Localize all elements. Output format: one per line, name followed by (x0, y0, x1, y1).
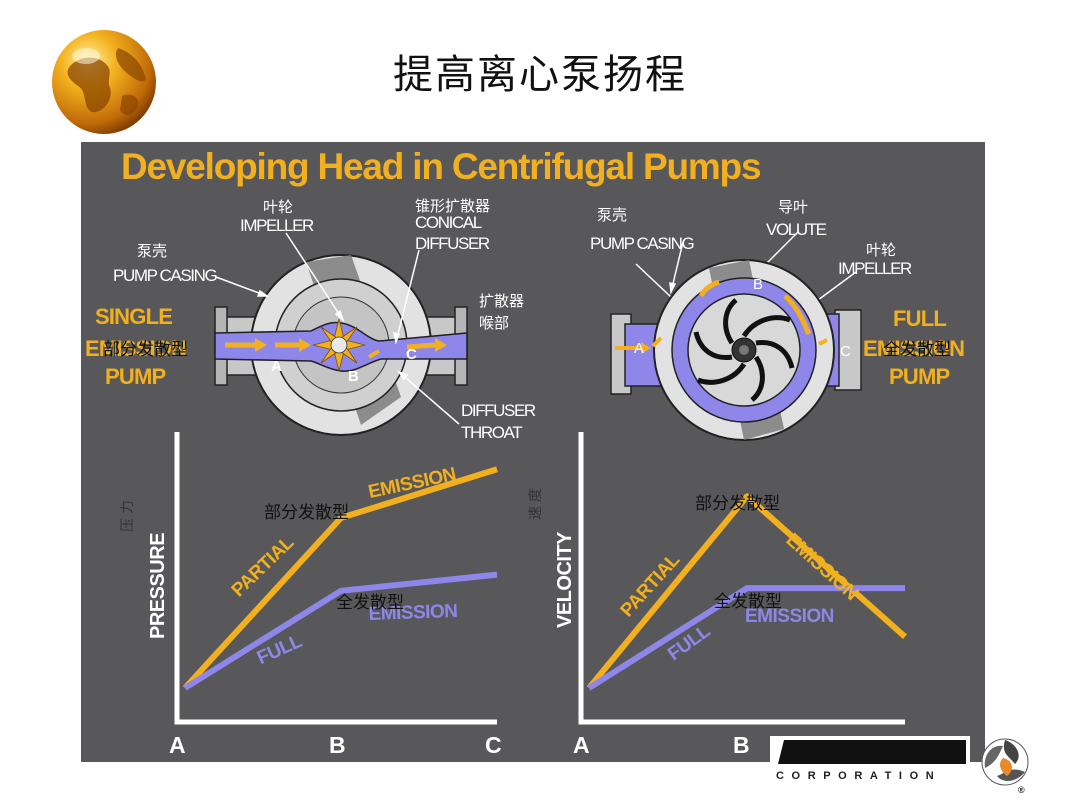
velocity-axis-label-zh: 速度 (528, 484, 544, 520)
pressure-partial-zh: 部分发散型 (264, 503, 349, 523)
volute-label: VOLUTE (766, 220, 827, 239)
full-emission-type-3: PUMP (889, 364, 950, 389)
volute-zh: 导叶 (778, 198, 809, 216)
pressure-series-partial (182, 466, 498, 691)
right-casing-label: PUMP CASING (590, 234, 695, 253)
pressure-axis-label: PRESSURE (147, 532, 169, 639)
full-emission-pump-drawing (610, 259, 862, 441)
pressure-x-tick-a: A (169, 732, 186, 758)
single-emission-type-2: EMISSION (85, 336, 187, 361)
velocity-partial-zh: 部分发散型 (695, 494, 780, 514)
velocity-emission-label-2: EMISSION (745, 606, 834, 627)
single-emission-type-1: SINGLE (95, 304, 173, 329)
left-casing-zh: 泵壳 (137, 242, 168, 260)
single-emission-pump-drawing (214, 254, 468, 436)
pressure-chart (174, 432, 907, 725)
left-impeller-label: IMPELLER (240, 216, 314, 235)
left-casing-label: PUMP CASING (113, 266, 218, 285)
company-logo: ® (770, 736, 1029, 795)
right-point-a: A (634, 340, 645, 357)
pressure-series-full (183, 571, 498, 691)
slide-title: 提高离心泵扬程 (393, 52, 687, 98)
diagram-panel: Developing Head in Centrifugal Pumps (81, 142, 985, 762)
conical-diffuser-label-1: CONICAL (415, 213, 482, 232)
pressure-axes (174, 432, 497, 725)
left-point-a: A (271, 358, 282, 375)
velocity-axis-label: VELOCITY (554, 531, 576, 628)
conical-diffuser-label-2: DIFFUSER (415, 234, 490, 253)
right-impeller-label: IMPELLER (838, 259, 912, 278)
full-emission-type-2: EMISSION (863, 336, 965, 361)
full-emission-type-1: FULL (893, 306, 947, 331)
full-emission-zh: 全发散型 (883, 340, 951, 360)
velocity-x-tick-a: A (573, 732, 590, 758)
right-casing-zh: 泵壳 (597, 206, 628, 224)
velocity-axes (578, 432, 905, 725)
single-emission-type-3: PUMP (105, 364, 166, 389)
diffuser-throat-zh-2: 喉部 (479, 314, 510, 332)
velocity-series-full (587, 585, 905, 691)
conical-diffuser-zh: 锥形扩散器 (415, 197, 491, 215)
panel-heading: Developing Head in Centrifugal Pumps (121, 146, 762, 187)
pressure-axis-label-zh: 压力 (120, 496, 136, 532)
pressure-full-zh: 全发散型 (336, 593, 404, 613)
left-point-b: B (348, 368, 359, 385)
pressure-x-tick-b: B (329, 732, 346, 758)
right-point-c: C (840, 343, 851, 360)
left-impeller-zh: 叶轮 (263, 198, 294, 216)
diffuser-throat-zh-1: 扩散器 (479, 292, 525, 310)
velocity-x-tick-b: B (733, 732, 750, 758)
svg-text:®: ® (1018, 785, 1025, 795)
left-point-c: C (406, 346, 417, 363)
globe-logo (52, 30, 156, 134)
pressure-x-tick-c: C (485, 732, 502, 758)
diffuser-throat-label-1: DIFFUSER (461, 401, 536, 420)
right-point-b: B (753, 276, 764, 293)
logo-subtitle: CORPORATION (776, 770, 942, 782)
diffuser-throat-label-2: THROAT (461, 423, 523, 442)
right-impeller-zh: 叶轮 (866, 241, 897, 259)
velocity-full-zh: 全发散型 (714, 592, 782, 612)
partial-emission-zh: 部分发散型 (103, 340, 188, 360)
